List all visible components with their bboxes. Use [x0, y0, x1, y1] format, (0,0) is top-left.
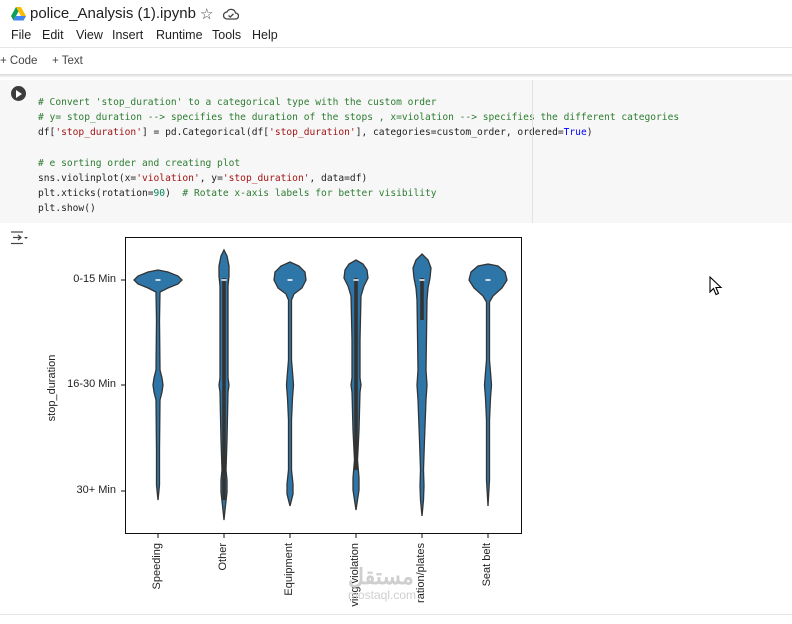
violin-equipment — [273, 261, 307, 507]
menu-runtime[interactable]: Runtime — [156, 28, 203, 42]
code-token: 'stop_duration' — [269, 127, 356, 139]
cell-divider — [532, 80, 533, 223]
code-line[interactable]: # y= stop_duration --> specifies the dur… — [38, 110, 679, 125]
x-tick-label: ration/plates — [415, 543, 427, 603]
title-bar: police_Analysis (1).ipynb ☆ — [0, 0, 792, 28]
menu-insert[interactable]: Insert — [112, 28, 144, 42]
violin-box — [354, 278, 358, 470]
y-tick-label: 30+ Min — [76, 484, 116, 496]
code-line[interactable]: plt.xticks(rotation=90) # Rotate x-axis … — [38, 186, 679, 201]
output-toggle-icon[interactable] — [10, 231, 28, 245]
x-tick-label: Speeding — [151, 543, 163, 590]
code-token: plt.xticks(rotation= — [38, 188, 154, 200]
code-token: ) — [165, 188, 183, 200]
star-icon[interactable]: ☆ — [200, 6, 214, 23]
code-line[interactable]: plt.show() — [38, 201, 679, 216]
code-token: , y= — [199, 173, 223, 185]
menu-help[interactable]: Help — [252, 28, 278, 42]
code-token: plt.show() — [38, 203, 96, 215]
code-cell[interactable]: # Convert 'stop_duration' to a categoric… — [0, 80, 792, 223]
menu-file[interactable]: File — [11, 28, 32, 42]
violin-registration-plates — [412, 253, 432, 517]
code-line[interactable]: # Convert 'stop_duration' to a categoric… — [38, 95, 679, 110]
y-tick-label: 16-30 Min — [67, 378, 116, 390]
x-tick-label: Other — [217, 543, 229, 571]
code-token: sns.violinplot(x= — [38, 173, 137, 185]
y-axis-label: stop_duration — [46, 354, 58, 422]
violin-seat-belt — [468, 263, 508, 507]
code-token: # y= stop_duration --> specifies the dur… — [38, 112, 680, 124]
violin-speeding — [133, 269, 183, 501]
code-token: 90 — [153, 188, 166, 200]
add-text-button[interactable]: + Text — [52, 55, 83, 67]
y-tick-label: 0-15 Min — [73, 273, 116, 285]
code-token: ], categories=custom_order, ordered= — [355, 127, 564, 139]
menu-view[interactable]: View — [76, 28, 103, 42]
watermark-url: mostaql.com — [348, 588, 417, 602]
code-token: 'violation' — [136, 173, 200, 185]
menu-bar: File Edit View Insert Runtime Tools Help — [0, 28, 792, 46]
notebook-toolbar: + Code + Text — [0, 47, 792, 76]
google-drive-icon — [11, 7, 26, 21]
toolbar-shadow — [0, 74, 792, 78]
code-token: ] = pd.Categorical(df[ — [141, 127, 270, 139]
mouse-cursor-icon — [709, 276, 723, 296]
code-line[interactable]: df['stop_duration'] = pd.Categorical(df[… — [38, 125, 679, 140]
code-token: 'stop_duration' — [222, 173, 310, 185]
cloud-saved-icon[interactable] — [223, 8, 239, 20]
code-token: ) — [586, 127, 593, 139]
bottom-divider — [0, 614, 792, 615]
x-tick-label: Seat belt — [481, 543, 493, 587]
add-code-button[interactable]: + Code — [0, 55, 38, 67]
code-token: # e sorting order and creating plot — [38, 157, 241, 169]
code-line[interactable]: sns.violinplot(x='violation', y='stop_du… — [38, 171, 679, 186]
code-token: df[ — [38, 127, 56, 139]
code-token: # Rotate x-axis labels for better visibi… — [182, 188, 437, 200]
menu-edit[interactable]: Edit — [42, 28, 64, 42]
code-token: # Convert 'stop_duration' to a categoric… — [38, 97, 437, 108]
code-token: , data=df) — [309, 173, 368, 185]
code-editor[interactable]: # Convert 'stop_duration' to a categoric… — [38, 95, 679, 217]
menu-tools[interactable]: Tools — [212, 28, 242, 42]
code-token: 'stop_duration' — [55, 127, 142, 139]
code-token: True — [563, 127, 587, 139]
violin-box — [420, 278, 424, 320]
run-cell-button[interactable] — [11, 86, 26, 101]
watermark-logo: مستقل — [348, 564, 414, 589]
notebook-file-name[interactable]: police_Analysis (1).ipynb — [30, 5, 196, 22]
code-line[interactable]: # e sorting order and creating plot — [38, 156, 679, 171]
plot-axes-frame — [125, 237, 522, 534]
violin-box — [222, 278, 226, 500]
watermark: مستقل mostaql.com — [348, 564, 417, 603]
x-tick-label: Equipment — [283, 543, 295, 596]
